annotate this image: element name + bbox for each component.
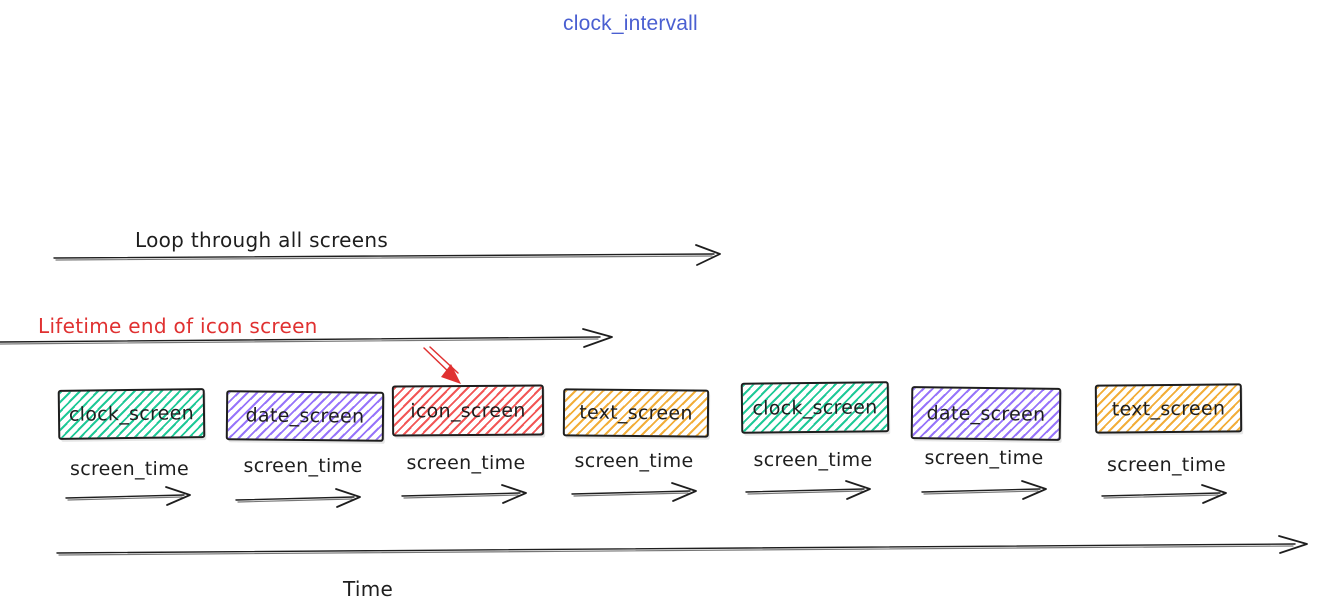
screen-time-label: screen_time <box>574 450 694 472</box>
screen-box-label: text_screen <box>1111 397 1226 420</box>
screen-box-label: date_screen <box>926 401 1046 426</box>
screen-box-clock-1: clock_screen <box>57 388 206 440</box>
screen-time-label: screen_time <box>70 458 189 480</box>
screen-time-label: screen_time <box>1107 454 1226 476</box>
time-axis-arrow <box>56 535 1308 556</box>
screen-box-label: icon_screen <box>410 399 526 422</box>
screen-box-date-1: date_screen <box>225 390 385 442</box>
screen-time-label: screen_time <box>753 449 873 471</box>
screen-time-label: screen_time <box>406 452 526 474</box>
screen-box-label: clock_screen <box>68 402 195 426</box>
screen-time-arrow <box>745 480 871 500</box>
screen-time-label: screen_time <box>924 447 1044 469</box>
loop-arrow-label: Loop through all screens <box>135 228 389 252</box>
lifetime-arrow <box>0 328 613 348</box>
screen-box-label: text_screen <box>579 401 693 425</box>
screen-time-arrow <box>401 484 527 504</box>
screen-time-arrow <box>65 486 191 506</box>
diagram-title: clock_intervall <box>563 12 698 35</box>
lifetime-arrow-label: Lifetime end of icon screen <box>38 314 318 338</box>
screen-time-arrow <box>1101 484 1227 504</box>
screen-box-text-1: text_screen <box>562 388 710 438</box>
screen-box-icon: icon_screen <box>391 384 545 437</box>
loop-arrow <box>53 244 721 266</box>
screen-time-arrow <box>571 482 697 502</box>
screen-box-label: date_screen <box>245 404 365 428</box>
red-pointer-arrow <box>423 346 461 384</box>
screen-box-label: clock_screen <box>752 395 878 420</box>
screen-time-label: screen_time <box>243 455 363 477</box>
screen-time-arrow <box>235 488 361 508</box>
screen-box-text-2: text_screen <box>1094 383 1243 434</box>
screen-box-clock-2: clock_screen <box>740 381 890 434</box>
screen-time-arrow <box>921 480 1047 500</box>
screen-box-date-2: date_screen <box>910 386 1062 441</box>
time-axis-label: Time <box>343 577 394 601</box>
